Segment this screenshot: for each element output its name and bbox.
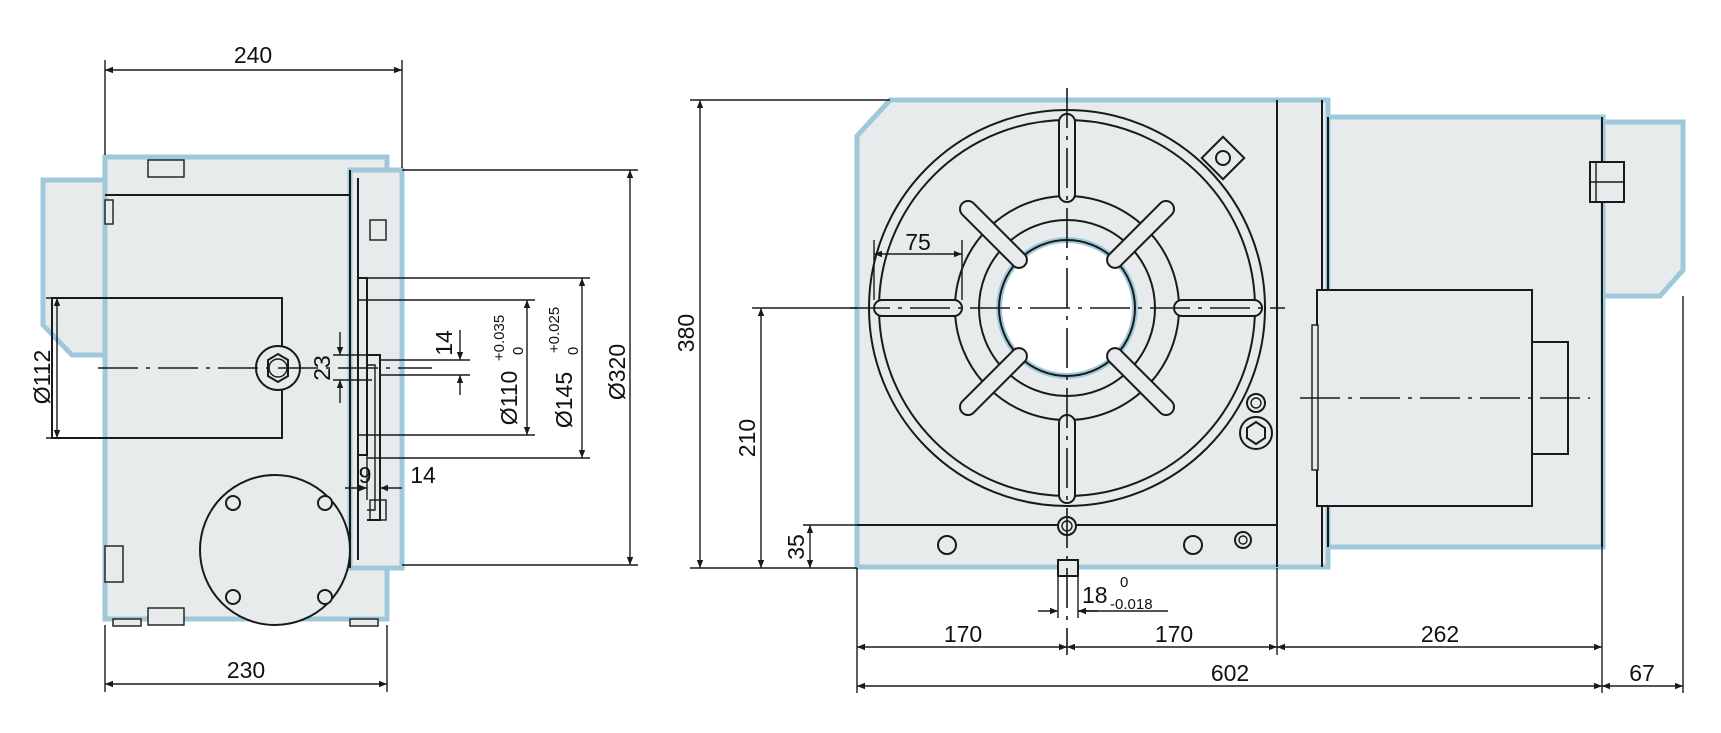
front-view [850,88,1686,655]
dim-slot-9: 9 [359,462,372,488]
dim-d110: Ø110 [496,371,522,426]
dim-d145-tol-upper: +0.025 [546,307,563,353]
dim-380: 380 [673,314,699,352]
dim-d320: Ø320 [604,344,630,400]
dim-d145: Ø145 [551,372,577,428]
dim-d145-tol-lower: 0 [565,347,582,355]
dim-210: 210 [734,419,760,457]
dim-d110-tol-upper: +0.035 [491,315,508,361]
dim-18-tol-upper: 0 [1120,574,1128,591]
dim-d112: Ø112 [29,350,55,405]
dim-slot-23: 23 [309,355,335,381]
dim-240: 240 [234,42,272,68]
dim-602: 602 [1211,660,1249,686]
front-view-dimensions: 380 210 35 75 18 0 -0.018 170 170 [673,99,1684,693]
dim-170-right: 170 [1155,621,1193,647]
dim-262: 262 [1421,621,1459,647]
dim-18: 18 [1082,582,1108,608]
front-end-cap [1599,119,1686,299]
dim-170-left: 170 [944,621,982,647]
side-top-lug [147,159,185,178]
side-foot-left [112,618,142,627]
side-foot-right [349,618,379,627]
dim-75: 75 [905,229,931,255]
dim-slot-14-horizontal: 14 [410,462,436,488]
dim-18-tol-lower: -0.018 [1110,596,1153,613]
dim-d110-tol-lower: 0 [510,347,527,355]
side-motor-plate [199,474,351,626]
side-view-dimensions: 240 230 Ø112 Ø110 +0.035 0 Ø145 +0.025 0… [29,42,638,692]
dim-slot-14-vertical: 14 [431,330,457,356]
front-key-block [1057,559,1079,577]
dim-35: 35 [783,534,809,560]
dim-67: 67 [1629,660,1655,686]
dim-230: 230 [227,657,265,683]
side-view [40,154,432,627]
side-bottom-lug [147,607,185,626]
